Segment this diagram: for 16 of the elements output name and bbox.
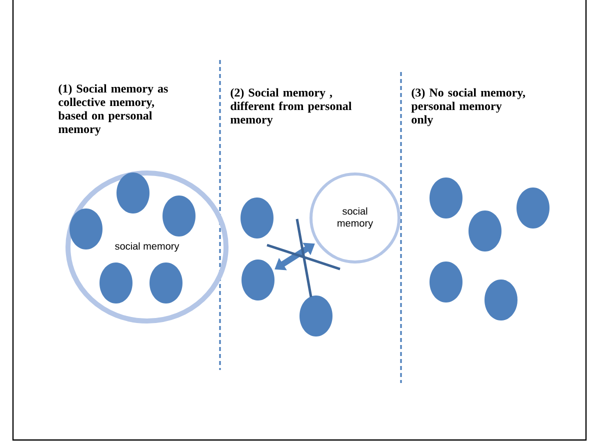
personal-memory-dot (430, 178, 462, 218)
personal-memory-dot (240, 198, 274, 238)
personal-memory-dot (242, 260, 274, 300)
heading: (2) Social memory , different from personal memory (230, 88, 352, 126)
personal-memory-dot (100, 262, 132, 304)
personal-memory-dot (116, 172, 150, 214)
personal-memory-dot (70, 208, 102, 250)
personal-memory-dot (430, 262, 462, 302)
heading: (1) Social memory as collective memory, based on personal memory (58, 84, 168, 136)
personal-memory-dot (150, 262, 182, 304)
personal-memory-dot (162, 196, 196, 236)
personal-memory-dot (468, 210, 502, 252)
heading: (3) No social memory, personal memory only (411, 88, 526, 126)
personal-memory-dot (300, 296, 332, 336)
personal-memory-dot (484, 280, 518, 320)
personal-memory-dot (516, 188, 550, 228)
